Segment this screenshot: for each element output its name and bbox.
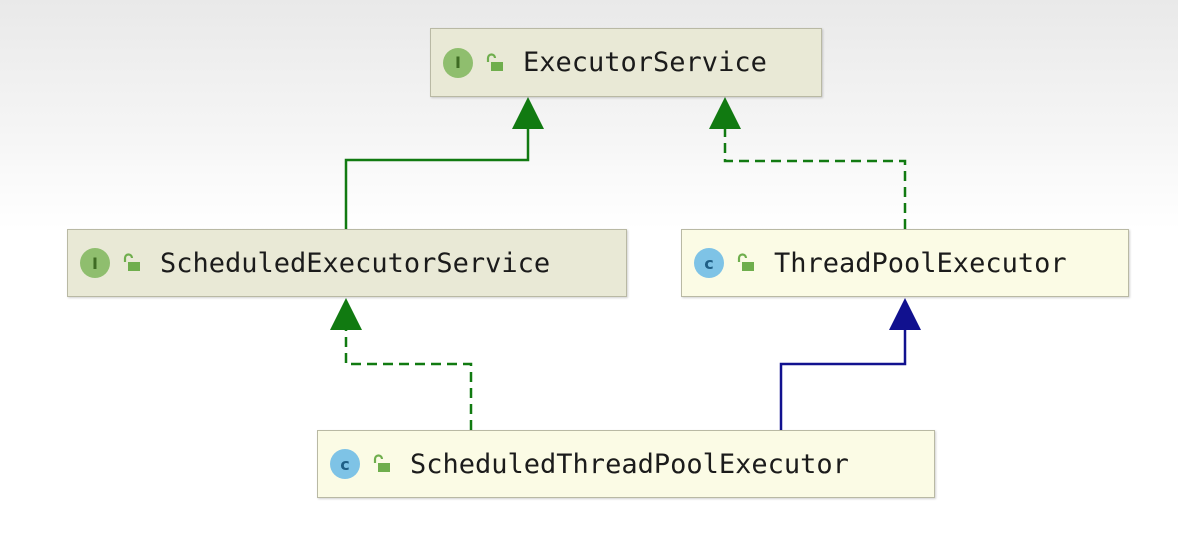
- node-thread-pool-executor[interactable]: c ThreadPoolExecutor: [681, 229, 1129, 297]
- node-label: ScheduledExecutorService: [160, 247, 551, 279]
- node-executor-service[interactable]: I ExecutorService: [430, 28, 822, 97]
- unlocked-icon: [373, 454, 390, 472]
- interface-icon: I: [80, 248, 110, 278]
- node-scheduled-thread-pool-executor[interactable]: c ScheduledThreadPoolExecutor: [317, 430, 935, 498]
- edge-scheduled-thread-pool-executor-extends-thread-pool-executor: [779, 298, 921, 430]
- edge-scheduled-thread-pool-executor-implements-scheduled-executor-service: [330, 298, 473, 430]
- edge-scheduled-executor-service-extends-executor-service: [344, 97, 544, 229]
- node-label: ExecutorService: [523, 47, 767, 78]
- interface-icon: I: [443, 47, 473, 78]
- unlocked-icon: [737, 253, 754, 271]
- unlocked-icon: [123, 253, 140, 271]
- class-icon: c: [694, 248, 724, 278]
- edge-thread-pool-executor-implements-executor-service: [709, 97, 907, 229]
- unlocked-icon: [486, 52, 503, 71]
- node-label: ThreadPoolExecutor: [774, 247, 1067, 279]
- class-icon: c: [330, 449, 360, 479]
- node-scheduled-executor-service[interactable]: I ScheduledExecutorService: [67, 229, 627, 297]
- node-label: ScheduledThreadPoolExecutor: [410, 448, 849, 480]
